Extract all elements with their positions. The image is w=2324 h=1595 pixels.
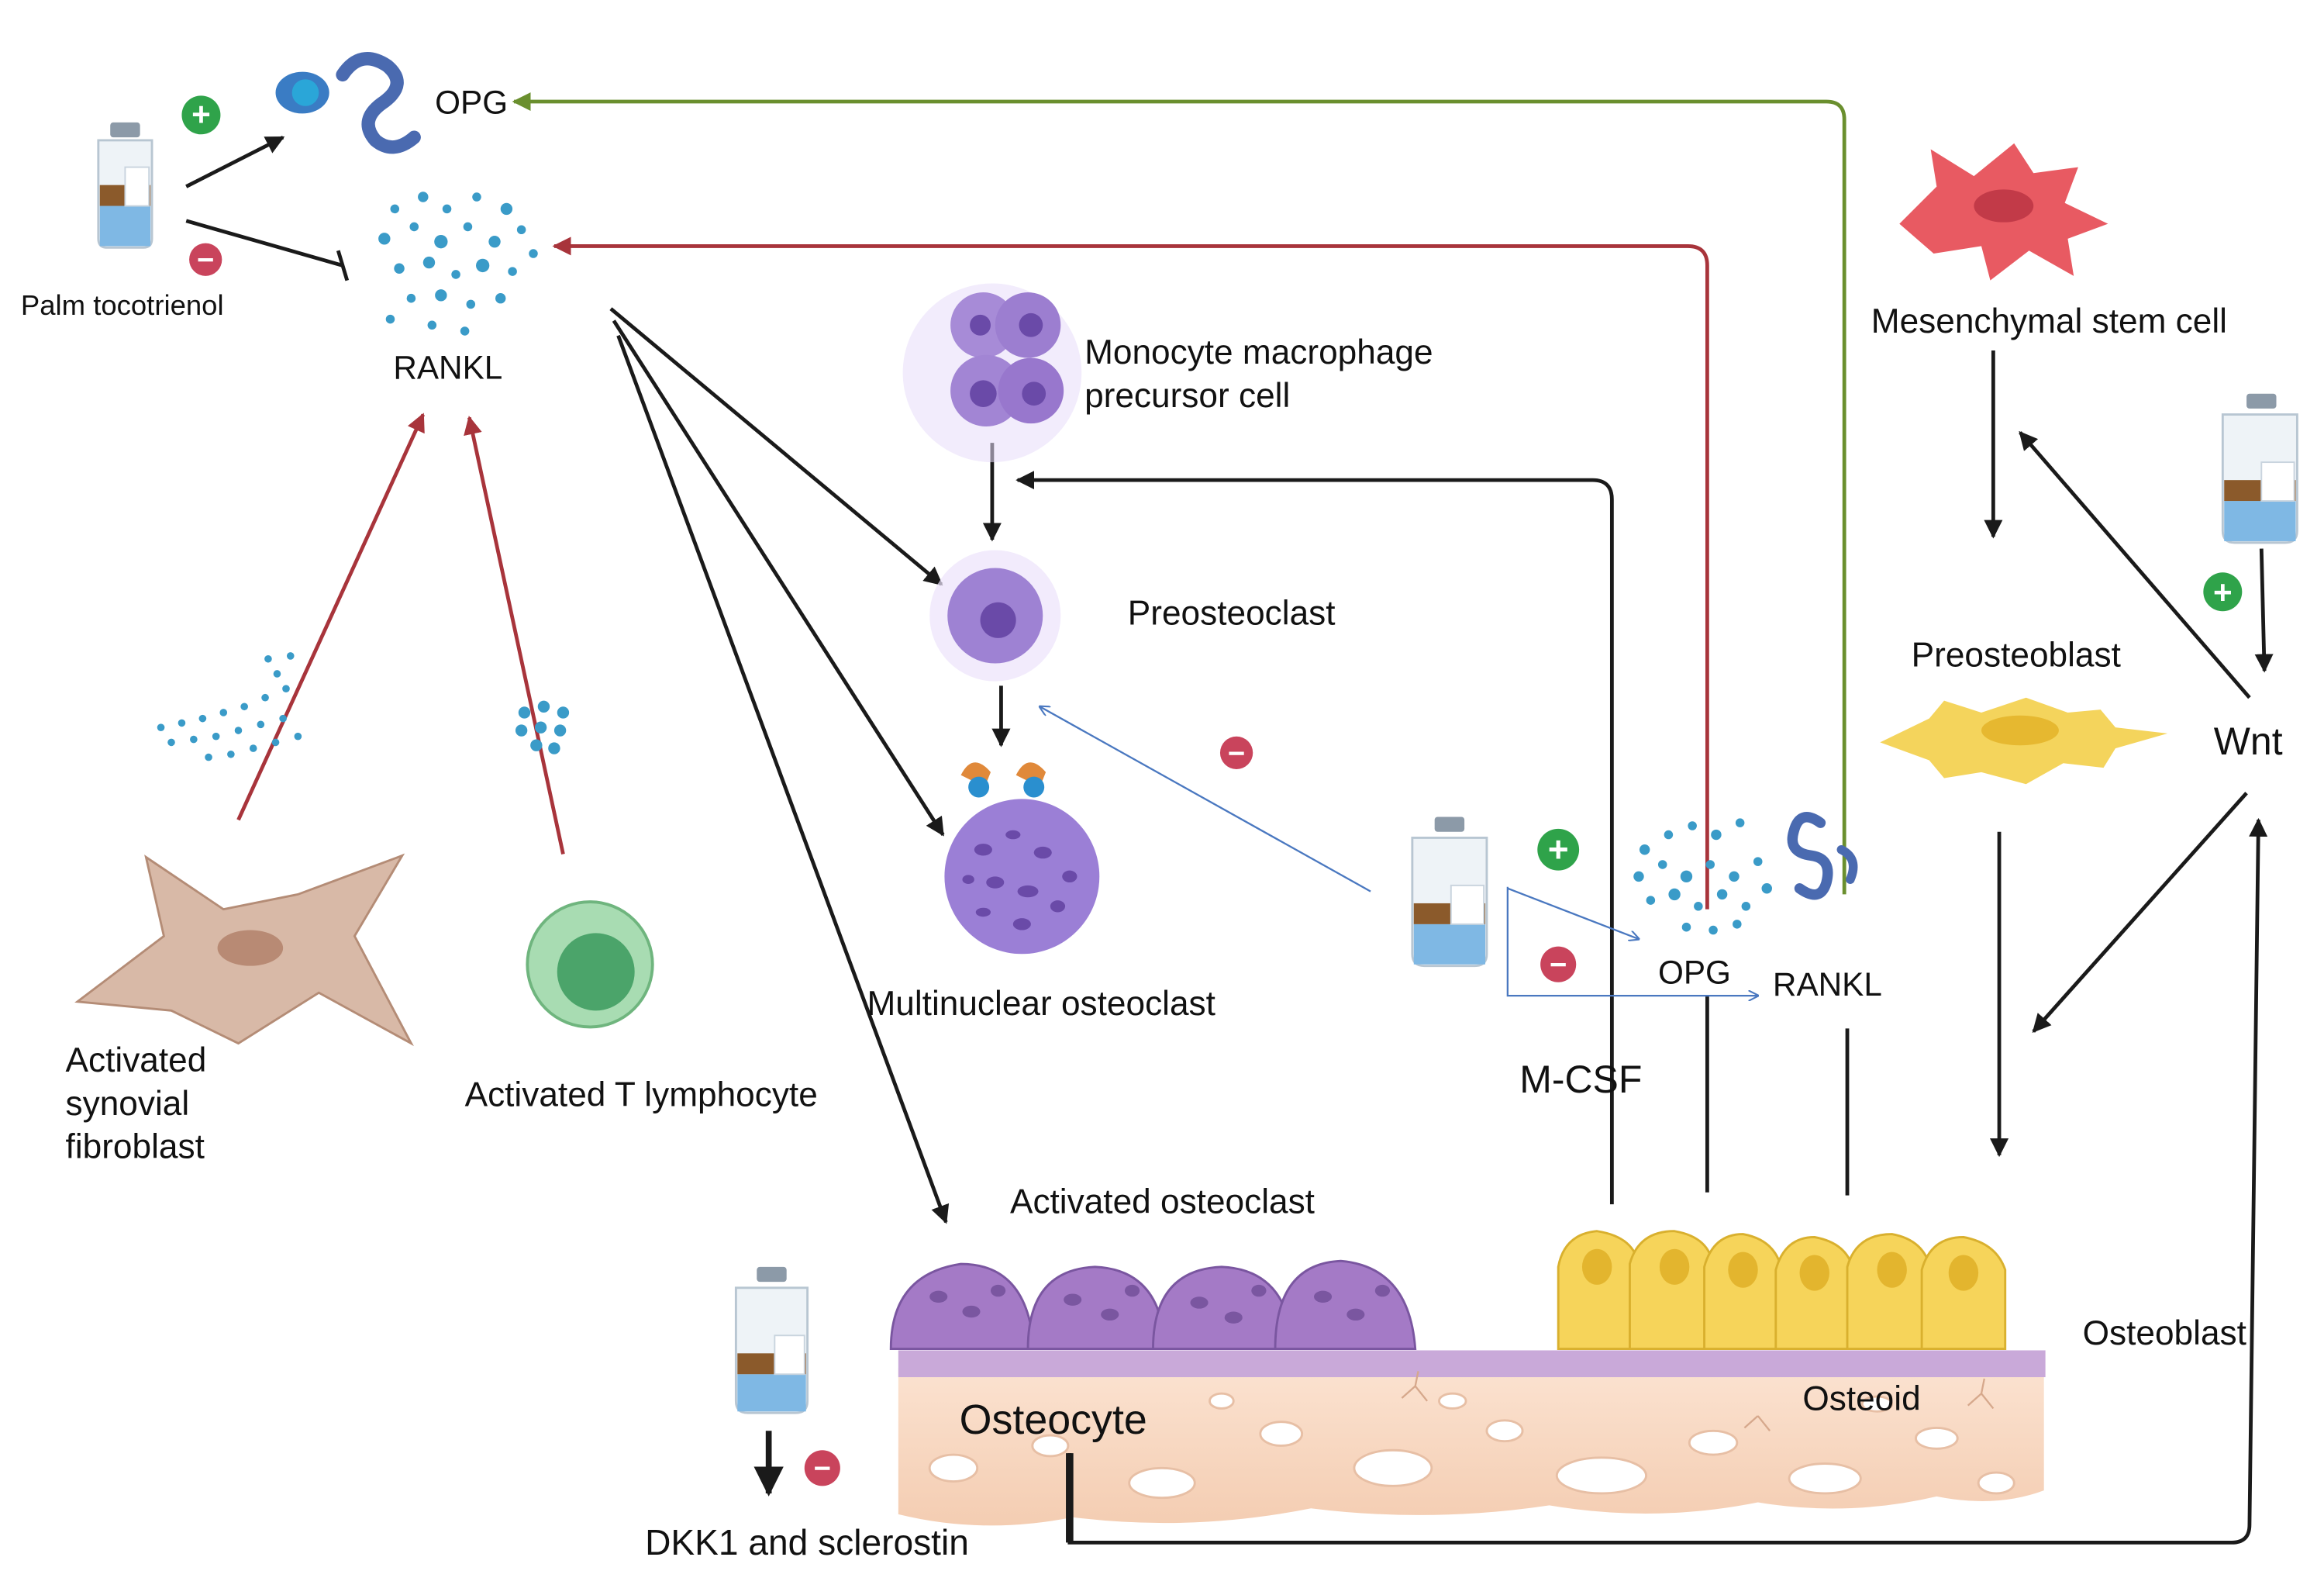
- activated-osteoclast-label: Activated osteoclast: [1010, 1183, 1315, 1221]
- vial-to-wnt-arrow: [2254, 548, 2274, 673]
- osteocyte-label: Osteocyte: [960, 1396, 1147, 1443]
- fibroblast-label-line3: fibroblast: [66, 1128, 205, 1166]
- opg-rankl-particles-icon: [1633, 818, 1772, 935]
- preosteoclast-cell-icon: [929, 550, 1061, 682]
- svg-text:+: +: [1548, 829, 1569, 869]
- wnt-to-msc-arrow: [2019, 430, 2251, 699]
- svg-text:−: −: [197, 243, 214, 277]
- osteoid-label: Osteoid: [1802, 1379, 1920, 1417]
- minus-badge-top: −: [189, 243, 222, 277]
- fibroblast-cell-icon: [74, 853, 414, 1047]
- rankl-top-label: RANKL: [393, 349, 502, 385]
- osteoblast-label: Osteoblast: [2083, 1314, 2246, 1352]
- inhibit-bar: [336, 250, 350, 281]
- svg-text:+: +: [191, 96, 211, 133]
- multinuclear-osteoclast-label: Multinuclear osteoclast: [867, 985, 1215, 1023]
- osteoblasts-row-icon: [1557, 1230, 2007, 1351]
- center-vial-icon: [1411, 816, 1488, 968]
- wnt-label: Wnt: [2214, 720, 2283, 763]
- tcell-rankl-dots: [515, 700, 570, 754]
- fibroblast-rankl-dots: [157, 652, 302, 761]
- mesenchymal-stem-cell-icon: [1899, 143, 2108, 281]
- monocyte-label-line2: precursor cell: [1084, 377, 1290, 415]
- preosteoblast-label: Preosteoblast: [1912, 636, 2121, 674]
- fibroblast-label-line2: synovial: [66, 1085, 190, 1123]
- bone-tissue-icon: [898, 1350, 2046, 1526]
- t-lymphocyte-label: Activated T lymphocyte: [465, 1075, 818, 1113]
- plus-badge-top: +: [181, 95, 221, 135]
- t-lymphocyte-icon: [526, 900, 654, 1029]
- opg-right-label: OPG: [1658, 955, 1731, 991]
- monocyte-cluster-icon: [902, 283, 1082, 463]
- vial-increase-opg-arrow: [1507, 887, 1639, 939]
- opg-top-label: OPG: [435, 84, 508, 120]
- opg-feedback-arrow: [512, 92, 1846, 895]
- activated-osteoclasts-icon: [889, 1259, 1417, 1351]
- wnt-to-osteoblast-arrow: [2032, 792, 2248, 1034]
- opg-protein-right-icon: [1787, 812, 1858, 900]
- vial-inhibits-preosteoclast-arrow: [1040, 706, 1371, 892]
- multinuclear-osteoclast-icon: [944, 762, 1100, 955]
- minus-badge-preosteoclast: −: [1219, 736, 1253, 770]
- svg-text:−: −: [814, 1452, 831, 1486]
- vial-inhibits-rankl: [185, 219, 343, 268]
- svg-text:−: −: [1228, 737, 1245, 770]
- rankl-to-preosteoclast-arrow: [609, 307, 943, 586]
- plus-badge-opg: +: [1537, 828, 1580, 871]
- fibroblast-to-rankl-arrow: [236, 413, 425, 821]
- svg-text:+: +: [2213, 575, 2233, 611]
- dkk1-vial-icon: [734, 1266, 809, 1414]
- fibroblast-label-line1: Activated: [66, 1041, 207, 1079]
- vial-to-opg-ratio-arrow: [1506, 886, 1758, 996]
- monocyte-label-line1: Monocyte macrophage: [1084, 333, 1433, 371]
- rankl-particles-icon: [378, 192, 538, 336]
- rankl-to-activated-osteoclast-arrow: [616, 334, 950, 1224]
- tcell-to-rankl-arrow: [464, 416, 565, 855]
- osteocyte-to-wnt-line: [1067, 817, 2268, 1545]
- plus-badge-wnt: +: [2203, 572, 2243, 612]
- rankl-to-multinuclear-arrow: [612, 319, 945, 837]
- minus-badge-rankl: −: [1540, 946, 1577, 982]
- mcsf-label: M-CSF: [1519, 1058, 1642, 1101]
- preosteoblast-cell-icon: [1880, 697, 2168, 785]
- dkk1-sclerostin-label: DKK1 and sclerostin: [645, 1522, 969, 1562]
- wnt-vial-icon: [2221, 393, 2298, 544]
- palm-tocotrienol-vial-icon: [97, 122, 153, 249]
- mcsf-arrow: [1015, 471, 1614, 1205]
- mesenchymal-stem-cell-label: Mesenchymal stem cell: [1871, 302, 2227, 340]
- palm-tocotrienol-label: Palm tocotrienol: [21, 289, 224, 321]
- rankl-right-label: RANKL: [1773, 966, 1882, 1003]
- preosteoclast-label: Preosteoclast: [1128, 595, 1336, 633]
- vial-to-opg-arrow: [185, 136, 285, 188]
- opg-protein-icon: [275, 52, 421, 154]
- minus-badge-dkk1: −: [804, 1450, 840, 1486]
- svg-text:−: −: [1550, 948, 1567, 982]
- rankl-feedback-arrow: [552, 236, 1709, 910]
